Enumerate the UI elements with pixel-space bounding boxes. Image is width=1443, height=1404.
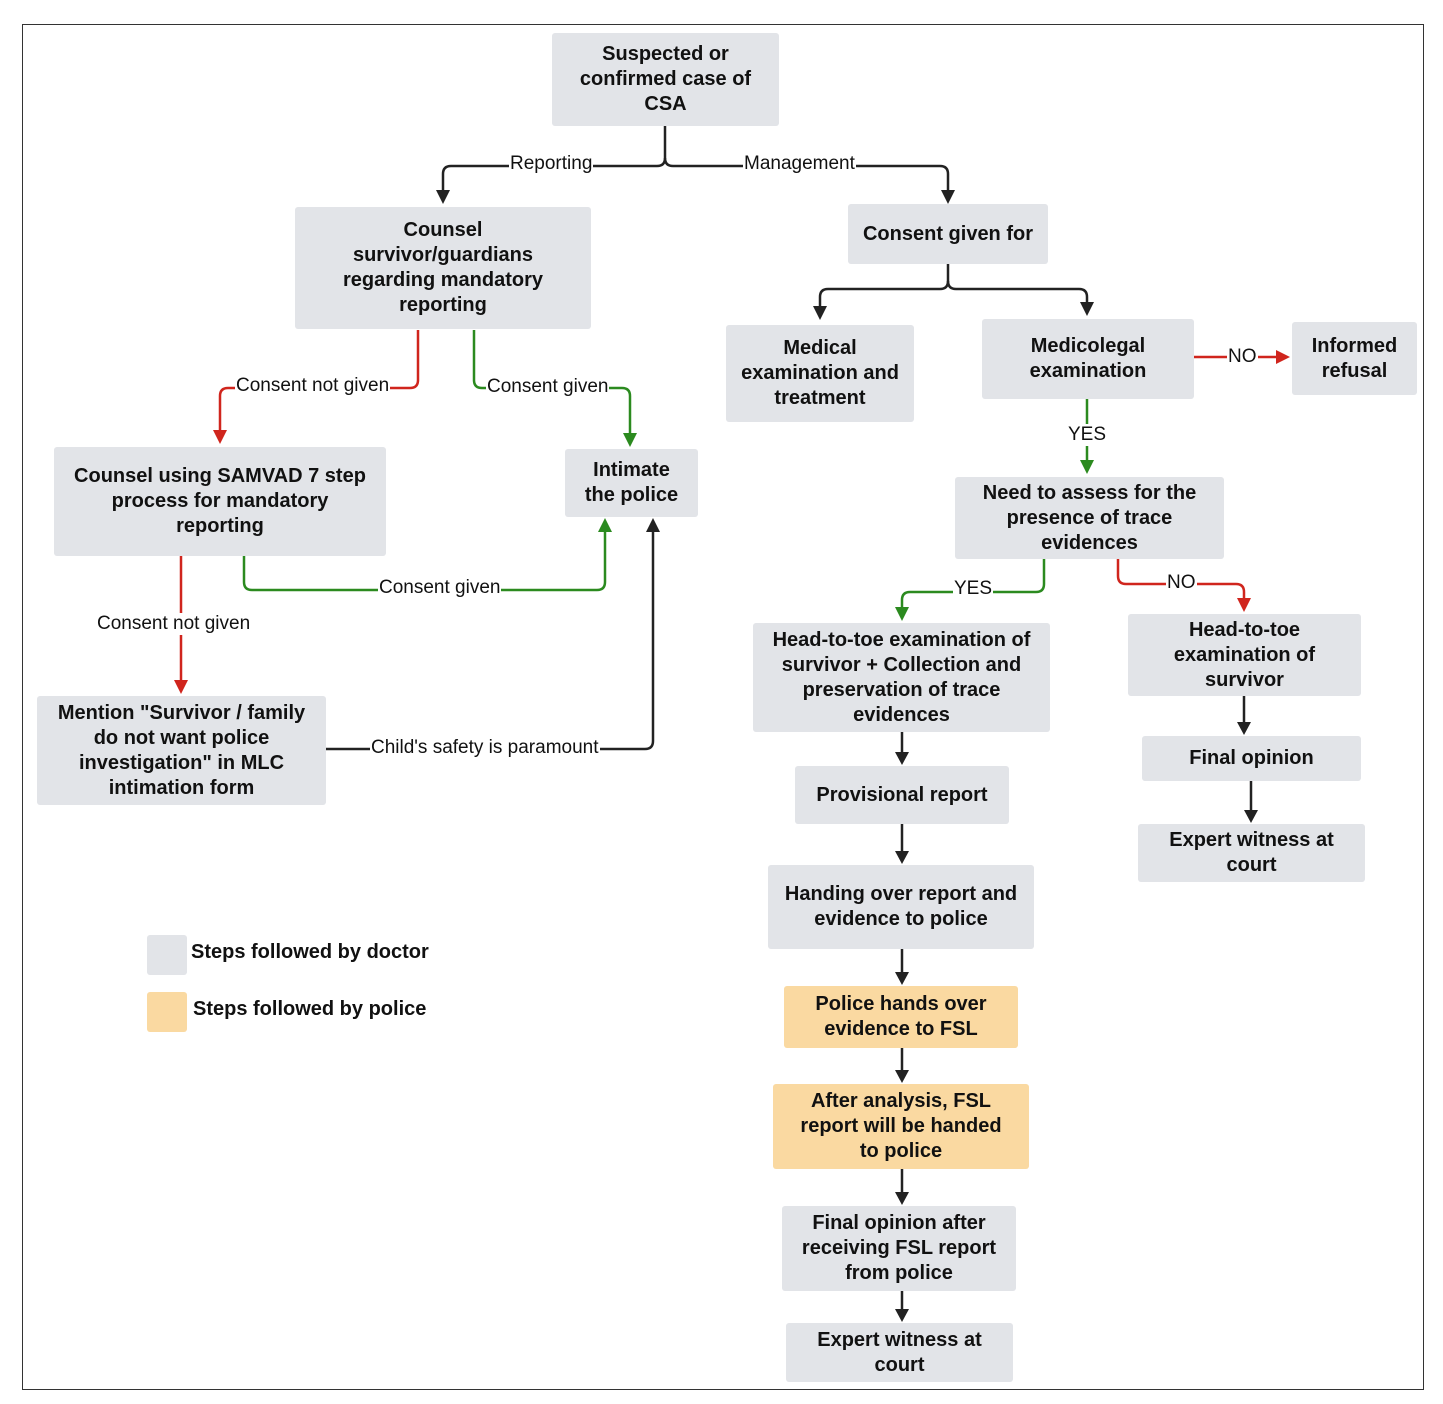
label-no-refusal: NO [1227, 346, 1258, 368]
node-informed-refusal: Informed refusal [1292, 322, 1417, 395]
node-medical-exam: Medical examination and treatment [726, 325, 914, 422]
label-reporting: Reporting [509, 153, 594, 175]
node-need-assess: Need to assess for the presence of trace… [955, 477, 1224, 559]
node-head-to-toe-collection: Head-to-toe examination of survivor + Co… [753, 623, 1050, 732]
node-final-opinion: Final opinion [1142, 736, 1361, 781]
node-intimate-police: Intimate the police [565, 449, 698, 517]
node-police-fsl: Police hands over evidence to FSL [784, 986, 1018, 1048]
node-mention-mlc: Mention "Survivor / family do not want p… [37, 696, 326, 805]
edge-management [663, 157, 950, 200]
label-yes-trace: YES [953, 578, 994, 600]
legend-swatch-doctor [147, 935, 187, 975]
node-provisional-report: Provisional report [795, 766, 1009, 824]
node-counsel-survivor: Counsel survivor/guardians regarding man… [295, 207, 591, 329]
edge-consent-to-medicolegal [946, 280, 1089, 312]
node-head-to-toe: Head-to-toe examination of survivor [1128, 614, 1361, 696]
label-management: Management [743, 153, 856, 175]
edge-childs-safety [326, 530, 655, 751]
label-childs-safety: Child's safety is paramount [370, 737, 600, 759]
node-expert-witness-bottom: Expert witness at court [786, 1323, 1013, 1382]
node-final-opinion-fsl: Final opinion after receiving FSL report… [782, 1206, 1016, 1291]
label-consent-not-given-2: Consent not given [96, 613, 252, 635]
node-counsel-samvad: Counsel using SAMVAD 7 step process for … [54, 447, 386, 556]
label-consent-not-given-1: Consent not given [235, 375, 391, 397]
label-no-trace: NO [1166, 572, 1197, 594]
legend-swatch-police [147, 992, 187, 1032]
legend-label-police: Steps followed by police [193, 998, 427, 1020]
node-expert-witness-right: Expert witness at court [1138, 824, 1365, 882]
node-after-analysis: After analysis, FSL report will be hande… [773, 1084, 1029, 1169]
label-yes-medicolegal: YES [1067, 424, 1108, 446]
label-consent-given-2: Consent given [378, 577, 502, 599]
legend-label-doctor: Steps followed by doctor [191, 941, 429, 963]
node-consent-given-for: Consent given for [848, 204, 1048, 264]
label-consent-given-1: Consent given [486, 376, 610, 398]
node-handing-over: Handing over report and evidence to poli… [768, 865, 1034, 949]
node-medicolegal-exam: Medicolegal examination [982, 319, 1194, 399]
diagram-frame [22, 24, 1424, 1390]
node-suspected-case: Suspected or confirmed case of CSA [552, 33, 779, 126]
edge-consent-to-medical [818, 264, 950, 316]
